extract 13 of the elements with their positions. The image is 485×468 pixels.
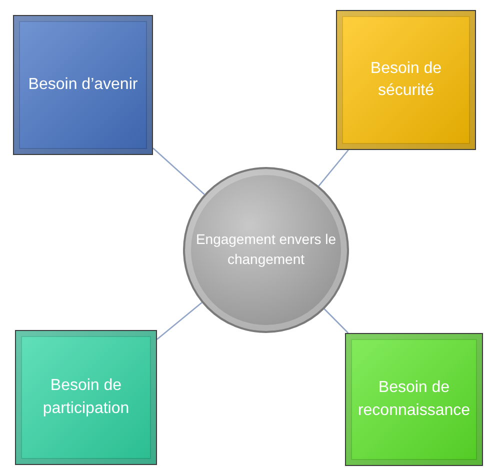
connector-line: [318, 150, 349, 186]
connector-line: [156, 302, 202, 340]
need-box: [345, 333, 483, 466]
node-label: Besoin de reconnaissance: [356, 378, 472, 420]
connector-line: [152, 148, 205, 195]
connector-line: [324, 308, 349, 334]
need-box: [336, 10, 476, 150]
node-label: Besoin de sécurité: [369, 58, 443, 101]
need-box: [15, 330, 157, 465]
need-box: [13, 15, 153, 155]
node-label: Engagement envers le changement: [194, 230, 338, 269]
node-label: Besoin de participation: [42, 376, 130, 418]
node-label: Besoin d’avenir: [28, 74, 138, 95]
